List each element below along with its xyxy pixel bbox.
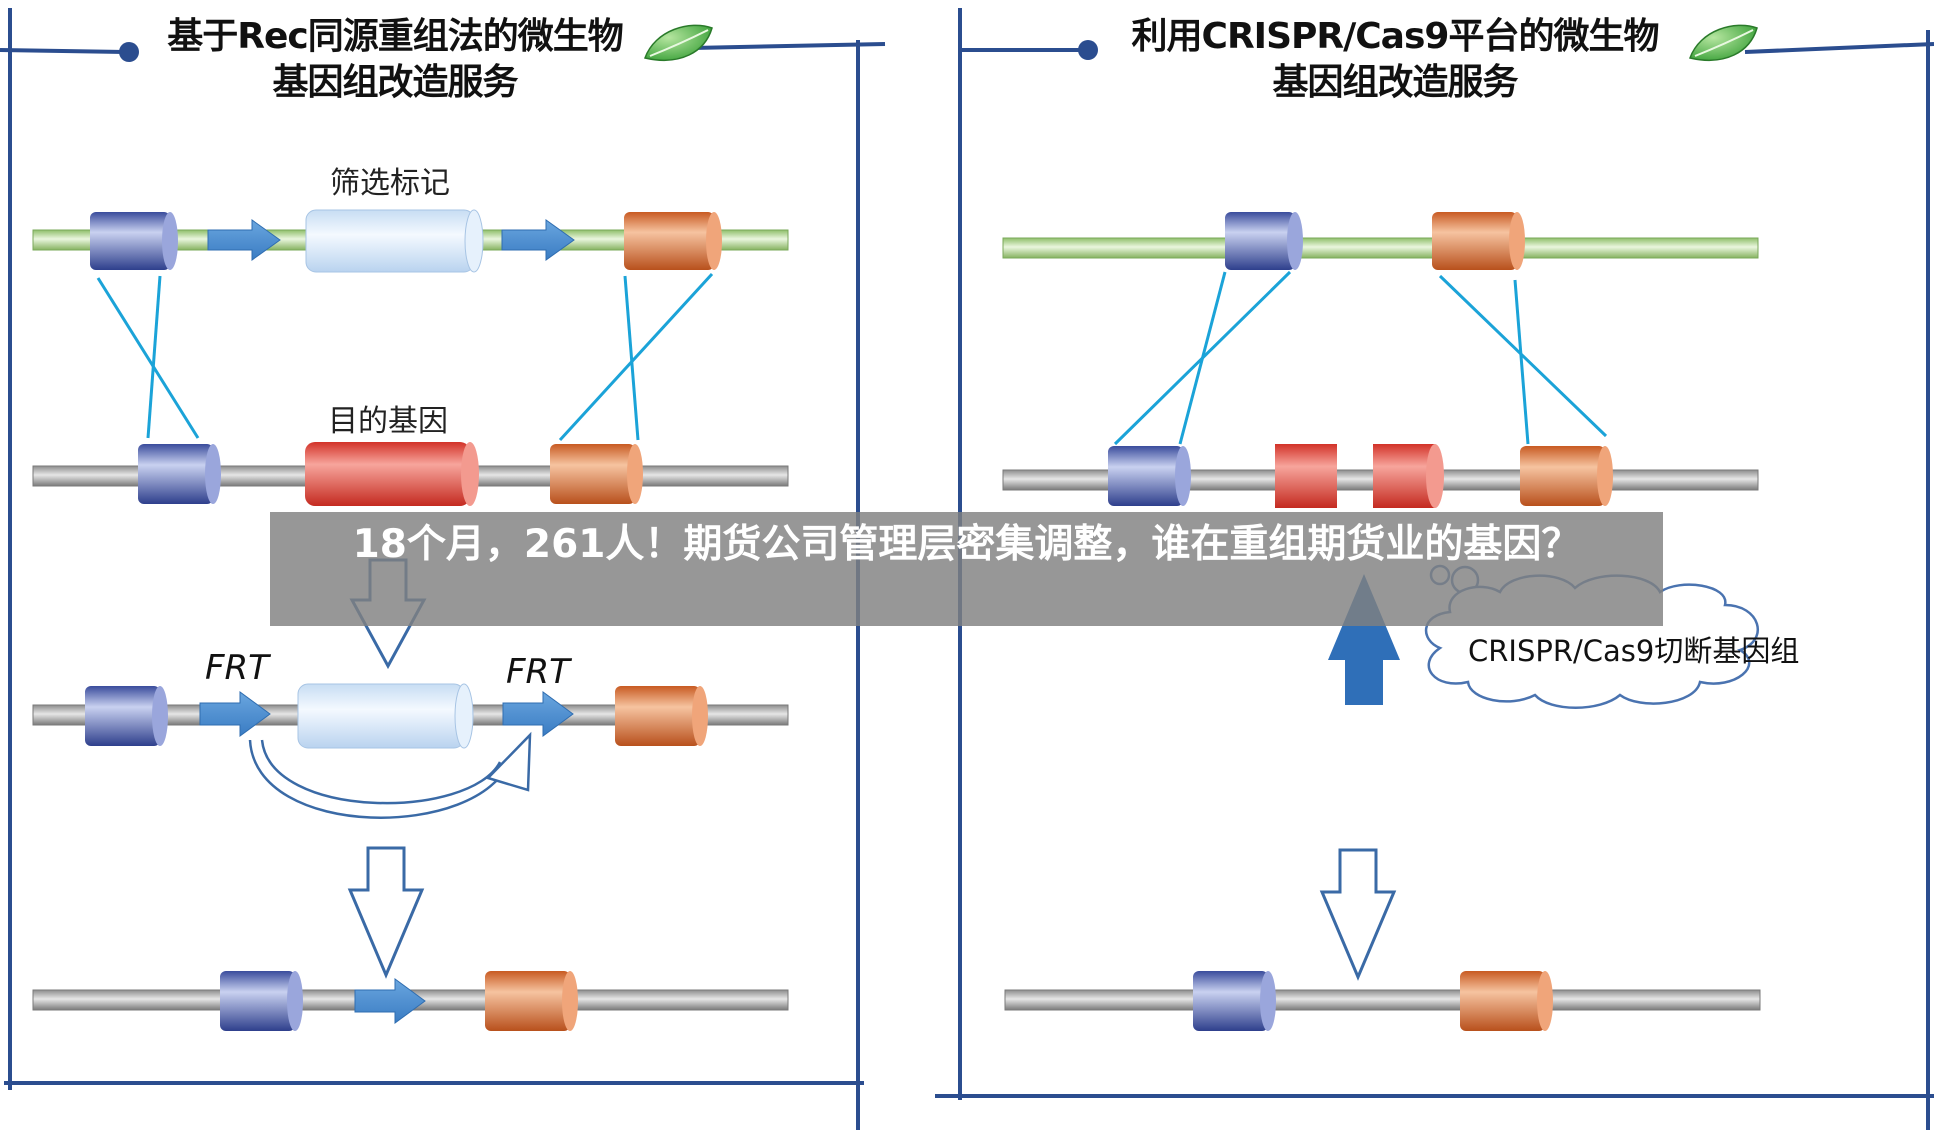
selection-marker-label: 筛选标记 (330, 166, 450, 201)
cut-arrow-up-icon (1328, 574, 1400, 705)
frt-arrow-left (199, 691, 271, 737)
frt-label-right: FRT (506, 652, 570, 692)
arrow-right-icon (501, 219, 575, 261)
right-title-line2: 基因组改造服务 (1272, 62, 1518, 103)
right-title-dot (1078, 40, 1098, 60)
leaf-icon (1689, 24, 1758, 62)
cut-gene-fragment-left (1275, 444, 1337, 508)
frt-label-left: FRT (205, 648, 269, 688)
left-title-line2: 基因组改造服务 (272, 62, 518, 103)
down-arrow-icon (347, 846, 425, 979)
genome-strand (1004, 989, 1761, 1011)
homology-arm-right-orange (1520, 446, 1613, 506)
arrow-right-icon (207, 219, 281, 261)
homology-arm-left-blue (1108, 446, 1191, 506)
homology-arm-right-orange (624, 212, 722, 270)
homology-arm-right-orange (1460, 971, 1553, 1031)
homology-arm-right-orange (615, 686, 708, 746)
left-title-line1: 基于Rec同源重组法的微生物 (167, 16, 623, 57)
target-gene-block (305, 442, 479, 506)
recombination-lines (1113, 270, 1608, 446)
frt-scar-arrow (354, 978, 426, 1024)
leaf-icon (644, 24, 713, 62)
homology-arm-left-blue (90, 212, 178, 270)
target-gene-label: 目的基因 (328, 404, 448, 439)
homology-arm-left-blue (1225, 212, 1303, 270)
left-panel-title: 基于Rec同源重组法的微生物 基因组改造服务 (140, 14, 650, 106)
excision-curve-arrow (248, 731, 532, 819)
right-panel-title: 利用CRISPR/Cas9平台的微生物 基因组改造服务 (1100, 14, 1690, 106)
cloud-label: CRISPR/Cas9切断基因组 (1468, 634, 1800, 668)
headline-banner[interactable]: 18个月，261人！期货公司管理层密集调整，谁在重组期货业的基因？ (270, 512, 1663, 626)
homology-arm-left-blue (220, 971, 303, 1031)
homology-arm-right-orange (550, 444, 643, 504)
cut-gene-fragment-right (1373, 444, 1444, 508)
left-frame (0, 8, 886, 1130)
homology-arm-left-blue (85, 686, 168, 746)
homology-arm-right-orange (485, 971, 578, 1031)
right-title-line1: 利用CRISPR/Cas9平台的微生物 (1131, 16, 1660, 57)
selection-marker-block (297, 683, 474, 749)
selection-marker-block (305, 209, 484, 273)
homology-arm-left-blue (1193, 971, 1276, 1031)
headline-text[interactable]: 18个月，261人！期货公司管理层密集调整，谁在重组期货业的基因？ (352, 522, 1581, 567)
homology-arm-right-orange (1432, 212, 1525, 270)
right-frame (935, 8, 1934, 1130)
plasmid-strand (1002, 237, 1759, 259)
frt-arrow-right (502, 691, 574, 737)
homology-arm-left-blue (138, 444, 221, 504)
left-title-dot (119, 42, 139, 62)
down-arrow-icon (1319, 848, 1397, 981)
recombination-lines (96, 272, 714, 442)
